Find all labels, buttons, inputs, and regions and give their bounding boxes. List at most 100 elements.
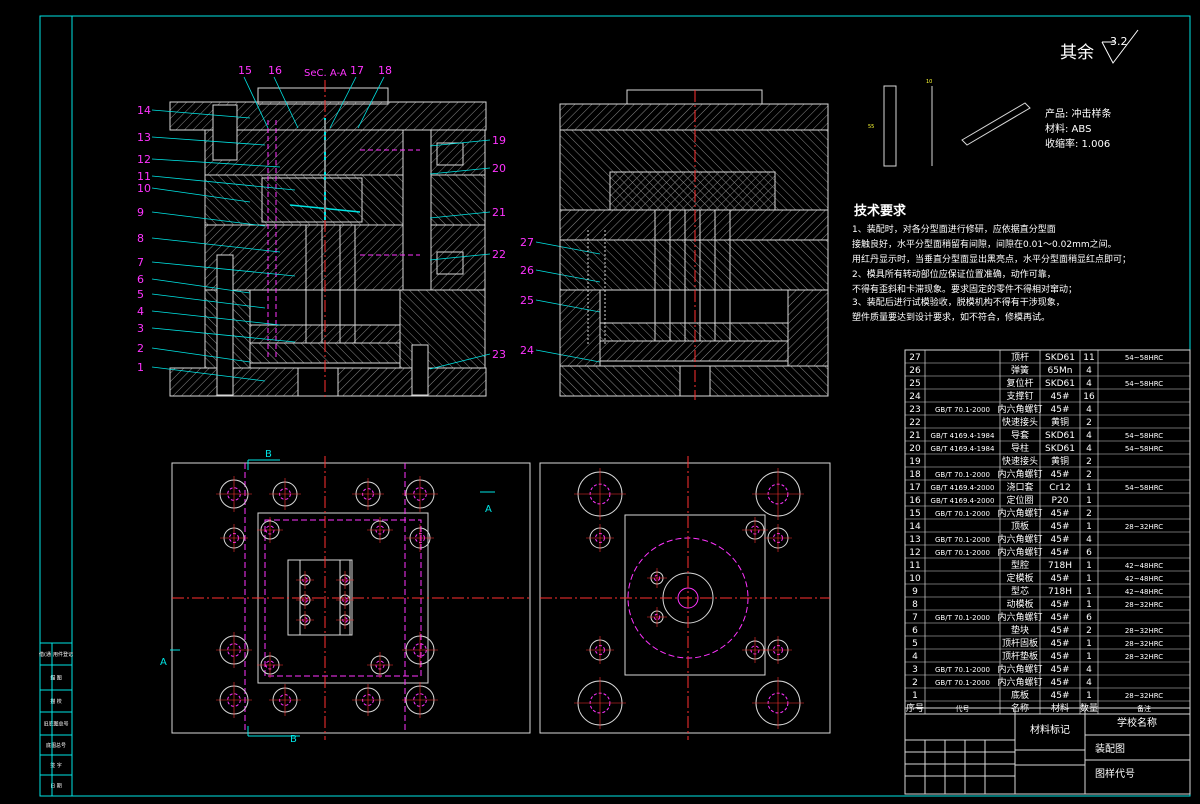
tech-line-2: 用红丹显示时，当垂直分型面显出黑亮点，水平分型面稍显红点即可； xyxy=(852,253,1131,265)
callout-1: 1 xyxy=(137,361,144,374)
bom-row-26-name: 弹簧 xyxy=(1011,364,1029,376)
bom-row-16-mat: P20 xyxy=(1052,496,1069,506)
bom-row-25-no: 25 xyxy=(909,379,920,389)
bom-row-20-qty: 4 xyxy=(1086,444,1092,454)
bom-row-8-name: 动模板 xyxy=(1006,598,1033,610)
bom-row-21-std: GB/T 4169.4-1984 xyxy=(931,432,995,440)
section-mark-b-bottom: B xyxy=(290,734,297,745)
strip-label-3: 旧底图总号 xyxy=(43,721,68,728)
bom-row-27-name: 顶杆 xyxy=(1011,351,1029,363)
bom-row-13-mat: 45# xyxy=(1051,535,1070,545)
bom-row-18-std: GB/T 70.1-2000 xyxy=(935,471,990,479)
bom-row-3-name: 内六角螺钉 xyxy=(997,663,1042,675)
tech-line-4: 不得有歪斜和卡滞现象。要求固定的零件不得相对窜动； xyxy=(852,283,1077,295)
leader-7 xyxy=(151,261,296,277)
bom-row-2-std: GB/T 70.1-2000 xyxy=(935,679,990,687)
bom-row-11-qty: 1 xyxy=(1086,561,1092,571)
bom-row-11-mat: 718H xyxy=(1048,561,1072,571)
strip-label-6: 日 期 xyxy=(50,784,62,790)
bom-row-12-mat: 45# xyxy=(1051,548,1070,558)
callout-18: 18 xyxy=(378,64,392,77)
bom-row-27-note: 54~58HRC xyxy=(1125,354,1163,362)
bom-row-21-name: 导套 xyxy=(1011,429,1029,441)
tech-line-5: 3、装配后进行试模验收，脱模机构不得有干涉现象， xyxy=(852,296,1065,308)
leader-14 xyxy=(151,109,251,119)
bom-row-23-no: 23 xyxy=(909,405,920,415)
callout-22: 22 xyxy=(492,248,506,261)
product-info: 产品: 冲击样条 材料: ABS 收缩率: 1.006 xyxy=(1045,107,1112,150)
bom-row-16-qty: 1 xyxy=(1086,496,1092,506)
bom-row-17-mat: Cr12 xyxy=(1049,483,1070,493)
bom-row-7-qty: 6 xyxy=(1086,613,1092,623)
bom-row-6-no: 6 xyxy=(912,626,918,636)
bom-row-22-name: 快速接头 xyxy=(1002,416,1038,428)
bom-row-10-mat: 45# xyxy=(1051,574,1070,584)
bom-row-10-name: 定模板 xyxy=(1006,572,1033,584)
bom-row-27-no: 27 xyxy=(909,353,920,363)
callout-8: 8 xyxy=(137,232,144,245)
bom-row-16-no: 16 xyxy=(909,496,921,506)
bom-row-20-mat: SKD61 xyxy=(1045,444,1075,454)
bom-row-15-name: 内六角螺钉 xyxy=(997,507,1042,519)
bom-row-17-no: 17 xyxy=(909,483,920,493)
bom-row-26-qty: 4 xyxy=(1086,366,1092,376)
bom-row-6-note: 28~32HRC xyxy=(1125,627,1163,635)
callout-6: 6 xyxy=(137,273,144,286)
bom-row-13-std: GB/T 70.1-2000 xyxy=(935,536,990,544)
bom-row-15-no: 15 xyxy=(909,509,920,519)
bom-row-21-qty: 4 xyxy=(1086,431,1092,441)
bom-row-13-name: 内六角螺钉 xyxy=(997,533,1042,545)
bom-row-13-no: 13 xyxy=(909,535,920,545)
bom-row-2-no: 2 xyxy=(912,678,918,688)
bom-row-1-qty: 1 xyxy=(1086,691,1092,701)
callout-26: 26 xyxy=(520,264,534,277)
bom-row-13-qty: 4 xyxy=(1086,535,1092,545)
bom-row-10-no: 10 xyxy=(909,574,921,584)
bom-row-1-note: 28~32HRC xyxy=(1125,692,1163,700)
leader-8 xyxy=(151,237,281,253)
bom-row-8-qty: 1 xyxy=(1086,600,1092,610)
bom-row-14-note: 28~32HRC xyxy=(1125,523,1163,531)
bom-row-1-mat: 45# xyxy=(1051,691,1070,701)
callout-2: 2 xyxy=(137,342,144,355)
bom-row-3-no: 3 xyxy=(912,665,918,675)
drawing-name: 装配图 xyxy=(1095,742,1125,755)
leader-11 xyxy=(151,175,296,191)
svg-text:10: 10 xyxy=(926,79,932,85)
callout-19: 19 xyxy=(492,134,506,147)
tech-line-1: 接触良好，水平分型面稍留有间隙，间隙在0.01～0.02mm之间。 xyxy=(852,238,1117,250)
bom-row-3-mat: 45# xyxy=(1051,665,1070,675)
bom-row-12-std: GB/T 70.1-2000 xyxy=(935,549,990,557)
callout-15: 15 xyxy=(238,64,252,77)
tech-line-0: 1、装配时，对各分型面进行修研，应依据直分型面 xyxy=(852,223,1056,235)
bom-row-4-qty: 1 xyxy=(1086,652,1092,662)
bom-row-23-name: 内六角螺钉 xyxy=(997,403,1042,415)
callout-11: 11 xyxy=(137,170,151,183)
callout-5: 5 xyxy=(137,288,144,301)
bom-row-5-name: 顶杆固板 xyxy=(1002,637,1038,649)
bom-row-15-mat: 45# xyxy=(1051,509,1070,519)
section-mark-a-left: A xyxy=(160,657,167,668)
callout-3: 3 xyxy=(137,322,144,335)
leader-5 xyxy=(151,293,266,309)
callout-25: 25 xyxy=(520,294,534,307)
bom-row-14-name: 顶板 xyxy=(1011,520,1029,532)
bom-row-23-qty: 4 xyxy=(1086,405,1092,415)
callout-7: 7 xyxy=(137,256,144,269)
bom-row-27-mat: SKD61 xyxy=(1045,353,1075,363)
bom-row-22-no: 22 xyxy=(909,418,920,428)
bom-row-19-qty: 2 xyxy=(1086,457,1092,467)
bom-row-9-mat: 718H xyxy=(1048,587,1072,597)
strip-label-4: 底图总号 xyxy=(46,742,66,749)
bom-row-25-name: 复位杆 xyxy=(1006,377,1033,389)
strip-label-5: 签 字 xyxy=(50,762,62,769)
bom-row-8-note: 28~32HRC xyxy=(1125,601,1163,609)
surface-roughness-symbol: 其余 3.2 xyxy=(1060,29,1139,64)
leader-19 xyxy=(429,139,491,147)
strip-label-2: 描 校 xyxy=(50,698,62,705)
bom-row-5-note: 28~32HRC xyxy=(1125,640,1163,648)
bom-row-4-mat: 45# xyxy=(1051,652,1070,662)
leader-16 xyxy=(273,76,299,129)
callout-27: 27 xyxy=(520,236,534,249)
leader-23 xyxy=(429,353,491,370)
